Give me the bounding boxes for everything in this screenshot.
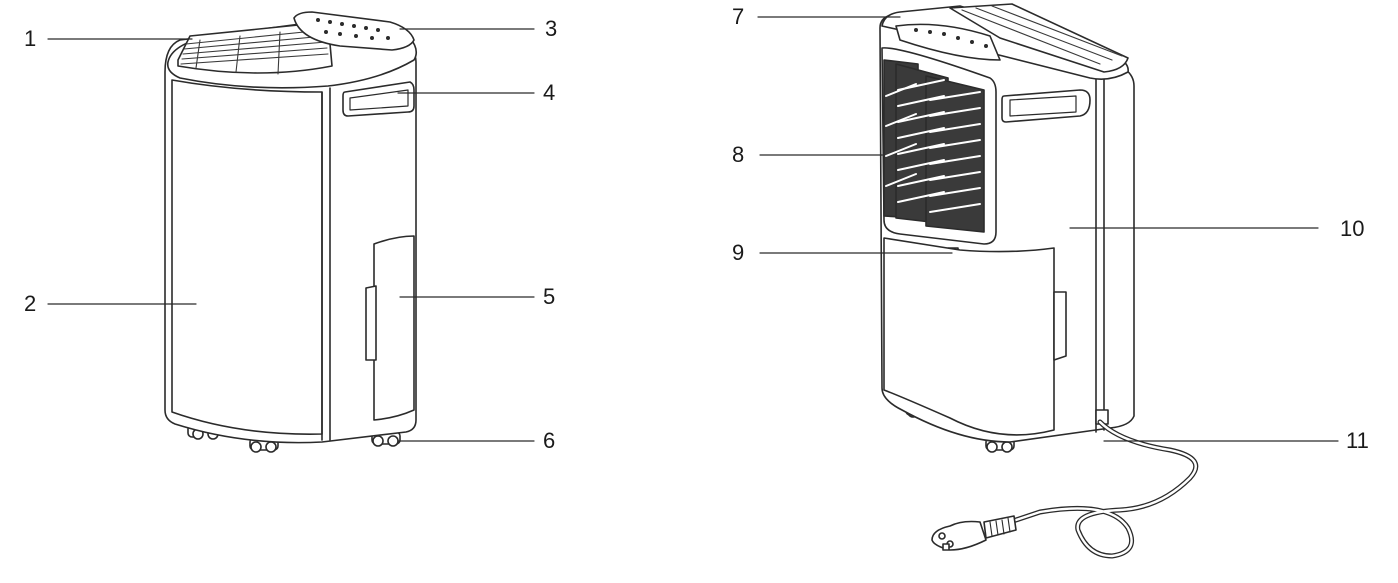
front-panel-2 <box>171 79 323 435</box>
callout-5: 5 <box>543 284 556 309</box>
callout-10: 10 <box>1340 216 1365 241</box>
callout-6: 6 <box>543 428 556 453</box>
control-buttons <box>316 18 390 40</box>
callout-8: 8 <box>732 142 745 167</box>
power-cord <box>1007 419 1199 559</box>
rear-filter-grille <box>883 59 985 233</box>
callout-3: 3 <box>545 16 558 41</box>
callout-7: 7 <box>732 4 745 29</box>
callout-1: 1 <box>24 26 37 51</box>
callout-11: 11 <box>1346 428 1369 453</box>
callout-9: 9 <box>732 240 745 265</box>
power-plug <box>931 515 1017 551</box>
back-control-strip <box>895 23 1001 61</box>
rear-tank-panel <box>883 237 1055 436</box>
grille-slats <box>180 29 329 75</box>
back-view-unit <box>879 3 1135 453</box>
water-tank <box>373 235 415 421</box>
callout-4: 4 <box>543 80 556 105</box>
back-side-column <box>1095 71 1105 433</box>
back-top-grille <box>949 3 1129 73</box>
front-wheels <box>187 424 401 453</box>
leader-lines <box>47 16 1339 442</box>
front-view-unit <box>164 11 418 453</box>
control-panel <box>293 11 415 51</box>
callout-2: 2 <box>24 291 37 316</box>
